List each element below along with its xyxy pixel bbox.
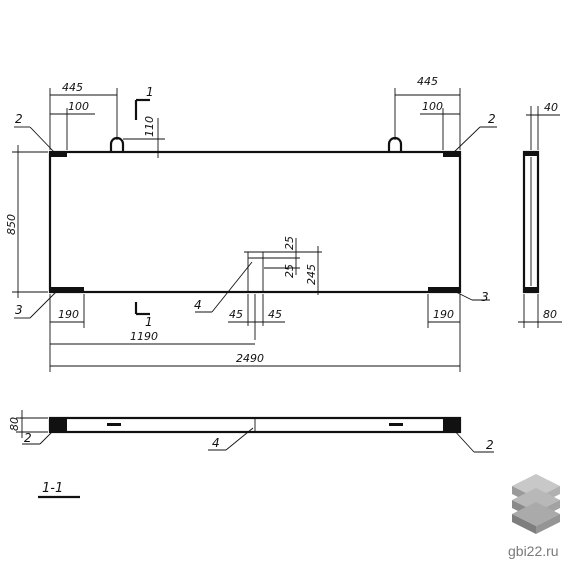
dim-mid-gap: 25	[283, 264, 296, 278]
slot-dimensions	[228, 238, 322, 340]
callout-section-left: 2	[24, 431, 32, 445]
lifting-lug-right	[387, 136, 403, 152]
panel-outline	[48, 150, 462, 294]
section-caption: 1-1	[42, 481, 63, 496]
callout-slot: 4	[194, 298, 202, 312]
plate-top-right	[443, 152, 460, 157]
bottom-dimensions	[49, 294, 461, 372]
callout-bottom-left: 3	[15, 303, 23, 317]
callout-section-slot: 4	[212, 436, 220, 450]
stacked-slabs-logo	[512, 474, 560, 534]
section-slot-mark-left	[107, 423, 121, 426]
dim-left-offset: 445	[62, 81, 83, 94]
plate-bottom-right	[428, 287, 460, 292]
dim-half-length: 1190	[130, 330, 158, 343]
section-slot-mark-right	[389, 423, 403, 426]
dim-right-inner: 100	[422, 100, 443, 113]
lifting-lug-left	[109, 136, 125, 152]
section-view	[16, 410, 494, 453]
top-dimensions	[49, 88, 461, 158]
side-bottom-plate	[524, 287, 538, 292]
dim-slot-right: 45	[268, 308, 282, 321]
callout-top-right: 2	[488, 112, 496, 126]
watermark-site: gbi22.ru	[508, 543, 559, 559]
dim-section-height: 80	[8, 417, 21, 431]
dim-lug-height: 110	[143, 116, 156, 137]
section-mark-top	[134, 98, 150, 120]
section-mark-bottom-label: 1	[145, 315, 153, 329]
dim-slot-left: 45	[229, 308, 243, 321]
callout-bottom-right: 3	[481, 290, 489, 304]
dim-mid-height: 245	[305, 264, 318, 285]
dim-bottom-left-support: 190	[58, 308, 79, 321]
plate-bottom-left	[50, 287, 84, 292]
dim-side-depth: 80	[543, 308, 557, 321]
dim-left-inner: 100	[68, 100, 89, 113]
callout-top-left: 2	[15, 112, 23, 126]
dim-bottom-right-support: 190	[433, 308, 454, 321]
side-top-plate	[524, 152, 538, 156]
dim-right-offset: 445	[417, 75, 438, 88]
plate-top-left	[50, 152, 67, 157]
front-view	[48, 136, 462, 294]
callout-section-right: 2	[486, 438, 494, 452]
section-right-end	[443, 418, 460, 432]
callout-leaders	[14, 126, 497, 319]
dim-total-length: 2490	[236, 352, 264, 365]
section-left-end	[50, 418, 67, 432]
dim-height: 850	[5, 214, 18, 235]
section-mark-top-label: 1	[146, 85, 154, 99]
dim-side-thickness: 40	[544, 101, 558, 114]
height-dimension	[12, 145, 48, 298]
side-view	[518, 106, 562, 328]
dim-top-gap: 25	[283, 236, 296, 250]
section-mark-bottom	[134, 302, 150, 316]
